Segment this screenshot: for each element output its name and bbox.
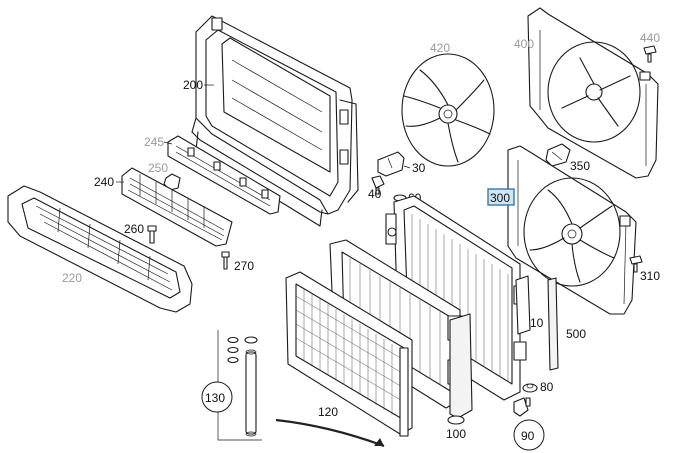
assembly-direction-arrow [275, 418, 385, 448]
part-90-mount[interactable] [513, 397, 531, 417]
part-350-resistor[interactable] [545, 143, 571, 167]
label-100[interactable]: 100 [446, 427, 466, 441]
label-220[interactable]: 220 [62, 271, 82, 285]
part-440-screw[interactable] [643, 45, 657, 63]
label-300[interactable]: 300 [490, 191, 510, 205]
label-10[interactable]: 10 [530, 316, 544, 330]
part-130-dryer[interactable] [217, 330, 262, 441]
label-440[interactable]: 440 [640, 31, 660, 45]
label-40[interactable]: 40 [368, 187, 382, 201]
part-270-screw[interactable] [221, 251, 230, 270]
label-350[interactable]: 350 [570, 159, 590, 173]
label-30[interactable]: 30 [412, 161, 426, 175]
part-220-grille-insert[interactable] [7, 185, 193, 313]
part-420-fan-blade[interactable] [401, 53, 495, 167]
callout-circle-130 [201, 381, 233, 413]
part-245-bracket[interactable] [167, 135, 281, 215]
part-10-bracket[interactable] [515, 275, 531, 335]
label-310[interactable]: 310 [640, 269, 660, 283]
label-250[interactable]: 250 [148, 161, 168, 175]
label-90[interactable]: 90 [521, 429, 535, 443]
label-80[interactable]: 80 [540, 380, 554, 394]
label-260[interactable]: 260 [124, 222, 144, 236]
part-310-screw[interactable] [629, 255, 643, 273]
part-400-shroud[interactable] [527, 7, 659, 179]
part-80-grommet[interactable] [522, 383, 538, 393]
label-420[interactable]: 420 [430, 41, 450, 55]
arrow-head-icon [374, 438, 384, 446]
callout-circle-90 [513, 419, 545, 451]
part-260-bolt[interactable] [147, 225, 157, 244]
label-120[interactable]: 120 [318, 405, 338, 419]
label-500[interactable]: 500 [566, 327, 586, 341]
label-200[interactable]: 200 [183, 78, 203, 92]
part-100-tank[interactable] [447, 313, 473, 425]
selected-part-highlight [487, 188, 515, 206]
label-130[interactable]: 130 [205, 391, 225, 405]
label-400[interactable]: 400 [514, 37, 534, 51]
part-40-clip[interactable] [371, 175, 385, 195]
part-240-grille[interactable] [121, 167, 233, 247]
part-120-condenser[interactable] [285, 271, 413, 437]
part-30-bracket[interactable] [377, 151, 405, 177]
part-500-seal[interactable] [547, 277, 559, 371]
label-245[interactable]: 245 [144, 135, 164, 149]
label-270[interactable]: 270 [234, 259, 254, 273]
part-300-fan-assembly[interactable] [507, 145, 637, 315]
label-240[interactable]: 240 [94, 175, 114, 189]
